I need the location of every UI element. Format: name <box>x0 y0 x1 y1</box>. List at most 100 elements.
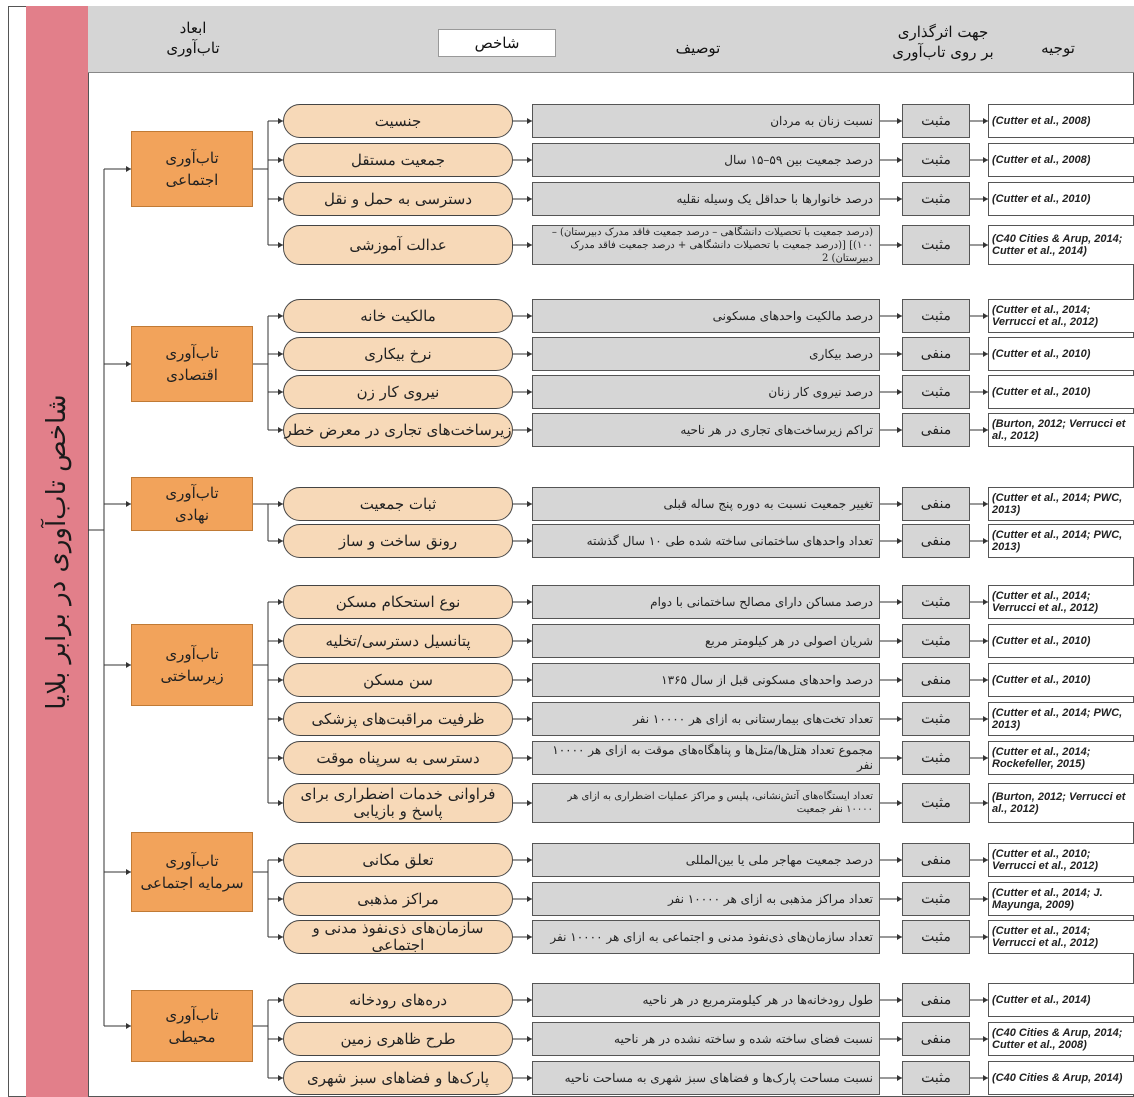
indicator-pill: دره‌های رودخانه <box>283 983 513 1017</box>
description-box: تغییر جمعیت نسبت به دوره پنج ساله قبلی <box>532 487 880 521</box>
dimension-line2: سرمایه اجتماعی <box>140 874 244 892</box>
description-box: شریان اصولی در هر کیلومتر مربع <box>532 624 880 658</box>
indicator-pill: ظرفیت مراقبت‌های پزشکی <box>283 702 513 736</box>
effect-box: منفی <box>902 843 970 877</box>
reference-box: (Cutter et al., 2014; J. Mayunga, 2009) <box>988 882 1134 916</box>
indicator-to-description-arrowhead <box>527 501 532 507</box>
description-box: درصد نیروی کار زنان <box>532 375 880 409</box>
description-box: تعداد واحدهای ساختمانی ساخته شده طی ۱۰ س… <box>532 524 880 558</box>
reference-box: (Cutter et al., 2014; PWC, 2013) <box>988 487 1134 521</box>
indicator-to-description-arrowhead <box>527 857 532 863</box>
branch-to-indicator-arrowhead <box>278 538 283 544</box>
indicator-pill: جنسیت <box>283 104 513 138</box>
effect-box: مثبت <box>902 920 970 954</box>
description-to-effect-arrowhead <box>897 501 902 507</box>
effect-to-reference-arrowhead <box>983 896 988 902</box>
indicator-to-description-arrowhead <box>527 1075 532 1081</box>
spine-to-dimension-arrowhead <box>126 869 131 875</box>
branch-to-indicator-arrowhead <box>278 196 283 202</box>
description-to-effect-arrowhead <box>897 538 902 544</box>
description-to-effect-arrowhead <box>897 196 902 202</box>
reference-box: (Cutter et al., 2014; Verrucci et al., 2… <box>988 299 1134 333</box>
description-box: تراکم زیرساخت‌های تجاری در هر ناحیه <box>532 413 880 447</box>
description-to-effect-arrowhead <box>897 857 902 863</box>
dimension-line2: محیطی <box>168 1028 216 1046</box>
indicator-pill: پارک‌ها و فضاهای سبز شهری <box>283 1061 513 1095</box>
effect-to-reference-arrowhead <box>983 427 988 433</box>
reference-box: (Burton, 2012; Verrucci et al., 2012) <box>988 783 1134 823</box>
description-box: درصد بیکاری <box>532 337 880 371</box>
reference-box: (Cutter et al., 2010; Verrucci et al., 2… <box>988 843 1134 877</box>
effect-box: مثبت <box>902 882 970 916</box>
description-box: درصد جمعیت بین ۵۹–۱۵ سال <box>532 143 880 177</box>
branch-to-indicator-arrowhead <box>278 351 283 357</box>
indicator-pill: مراکز مذهبی <box>283 882 513 916</box>
indicator-to-description-arrowhead <box>527 242 532 248</box>
indicator-to-description-arrowhead <box>527 716 532 722</box>
description-to-effect-arrowhead <box>897 997 902 1003</box>
indicator-to-description-arrowhead <box>527 351 532 357</box>
indicator-pill: عدالت آموزشی <box>283 225 513 265</box>
indicator-to-description-arrowhead <box>527 157 532 163</box>
indicator-to-description-arrowhead <box>527 997 532 1003</box>
reference-box: (Burton, 2012; Verrucci et al., 2012) <box>988 413 1134 447</box>
effect-box: منفی <box>902 663 970 697</box>
effect-box: مثبت <box>902 1061 970 1095</box>
branch-to-indicator-arrowhead <box>278 427 283 433</box>
indicator-pill: سن مسکن <box>283 663 513 697</box>
effect-box: مثبت <box>902 741 970 775</box>
effect-to-reference-arrowhead <box>983 538 988 544</box>
reference-box: (Cutter et al., 2010) <box>988 663 1134 697</box>
effect-to-reference-arrowhead <box>983 677 988 683</box>
reference-box: (Cutter et al., 2014; Verrucci et al., 2… <box>988 585 1134 619</box>
description-to-effect-arrowhead <box>897 800 902 806</box>
effect-box: منفی <box>902 337 970 371</box>
header-effect: جهت اثرگذاری بر روی تاب‌آوری <box>878 22 1008 62</box>
branch-to-indicator-arrowhead <box>278 800 283 806</box>
indicator-pill: دسترسی به سرپناه موقت <box>283 741 513 775</box>
reference-box: (Cutter et al., 2010) <box>988 182 1134 216</box>
dimension-line2: نهادی <box>174 506 210 524</box>
effect-box: منفی <box>902 487 970 521</box>
reference-box: (Cutter et al., 2014; Verrucci et al., 2… <box>988 920 1134 954</box>
effect-box: مثبت <box>902 104 970 138</box>
description-to-effect-arrowhead <box>897 313 902 319</box>
reference-box: (Cutter et al., 2014; Rockefeller, 2015) <box>988 741 1134 775</box>
indicator-to-description-arrowhead <box>527 934 532 940</box>
reference-box: (Cutter et al., 2014; PWC, 2013) <box>988 702 1134 736</box>
dimension-line2: اجتماعی <box>165 171 219 189</box>
effect-box: منفی <box>902 524 970 558</box>
description-to-effect-arrowhead <box>897 755 902 761</box>
effect-box: مثبت <box>902 783 970 823</box>
header-effect-line2: بر روی تاب‌آوری <box>892 43 994 61</box>
branch-to-indicator-arrowhead <box>278 896 283 902</box>
dimension-line2: اقتصادی <box>166 366 218 384</box>
description-to-effect-arrowhead <box>897 896 902 902</box>
spine-to-dimension-arrowhead <box>126 662 131 668</box>
indicator-pill: زیرساخت‌های تجاری در معرض خطر <box>283 413 513 447</box>
description-to-effect-arrowhead <box>897 677 902 683</box>
indicator-pill: جمعیت مستقل <box>283 143 513 177</box>
header-effect-line1: جهت اثرگذاری <box>897 23 989 41</box>
dimension-line2: زیرساختی <box>160 667 224 685</box>
indicator-pill: نیروی کار زن <box>283 375 513 409</box>
dimension-line1: تاب‌آوری <box>165 852 219 870</box>
description-to-effect-arrowhead <box>897 351 902 357</box>
effect-to-reference-arrowhead <box>983 242 988 248</box>
indicator-to-description-arrowhead <box>527 755 532 761</box>
description-to-effect-arrowhead <box>897 599 902 605</box>
indicator-to-description-arrowhead <box>527 638 532 644</box>
indicator-to-description-arrowhead <box>527 677 532 683</box>
description-to-effect-arrowhead <box>897 716 902 722</box>
reference-box: (Cutter et al., 2010) <box>988 337 1134 371</box>
description-box: تعداد مراکز مذهبی به ازای هر ۱۰۰۰۰ نفر <box>532 882 880 916</box>
indicator-to-description-arrowhead <box>527 118 532 124</box>
reference-box: (C40 Cities & Arup, 2014; Cutter et al.,… <box>988 225 1134 265</box>
dimension-line1: تاب‌آوری <box>165 344 219 362</box>
reference-box: (C40 Cities & Arup, 2014; Cutter et al.,… <box>988 1022 1134 1056</box>
description-box: (درصد جمعیت با تحصیلات دانشگاهی – درصد ج… <box>532 225 880 265</box>
effect-to-reference-arrowhead <box>983 157 988 163</box>
